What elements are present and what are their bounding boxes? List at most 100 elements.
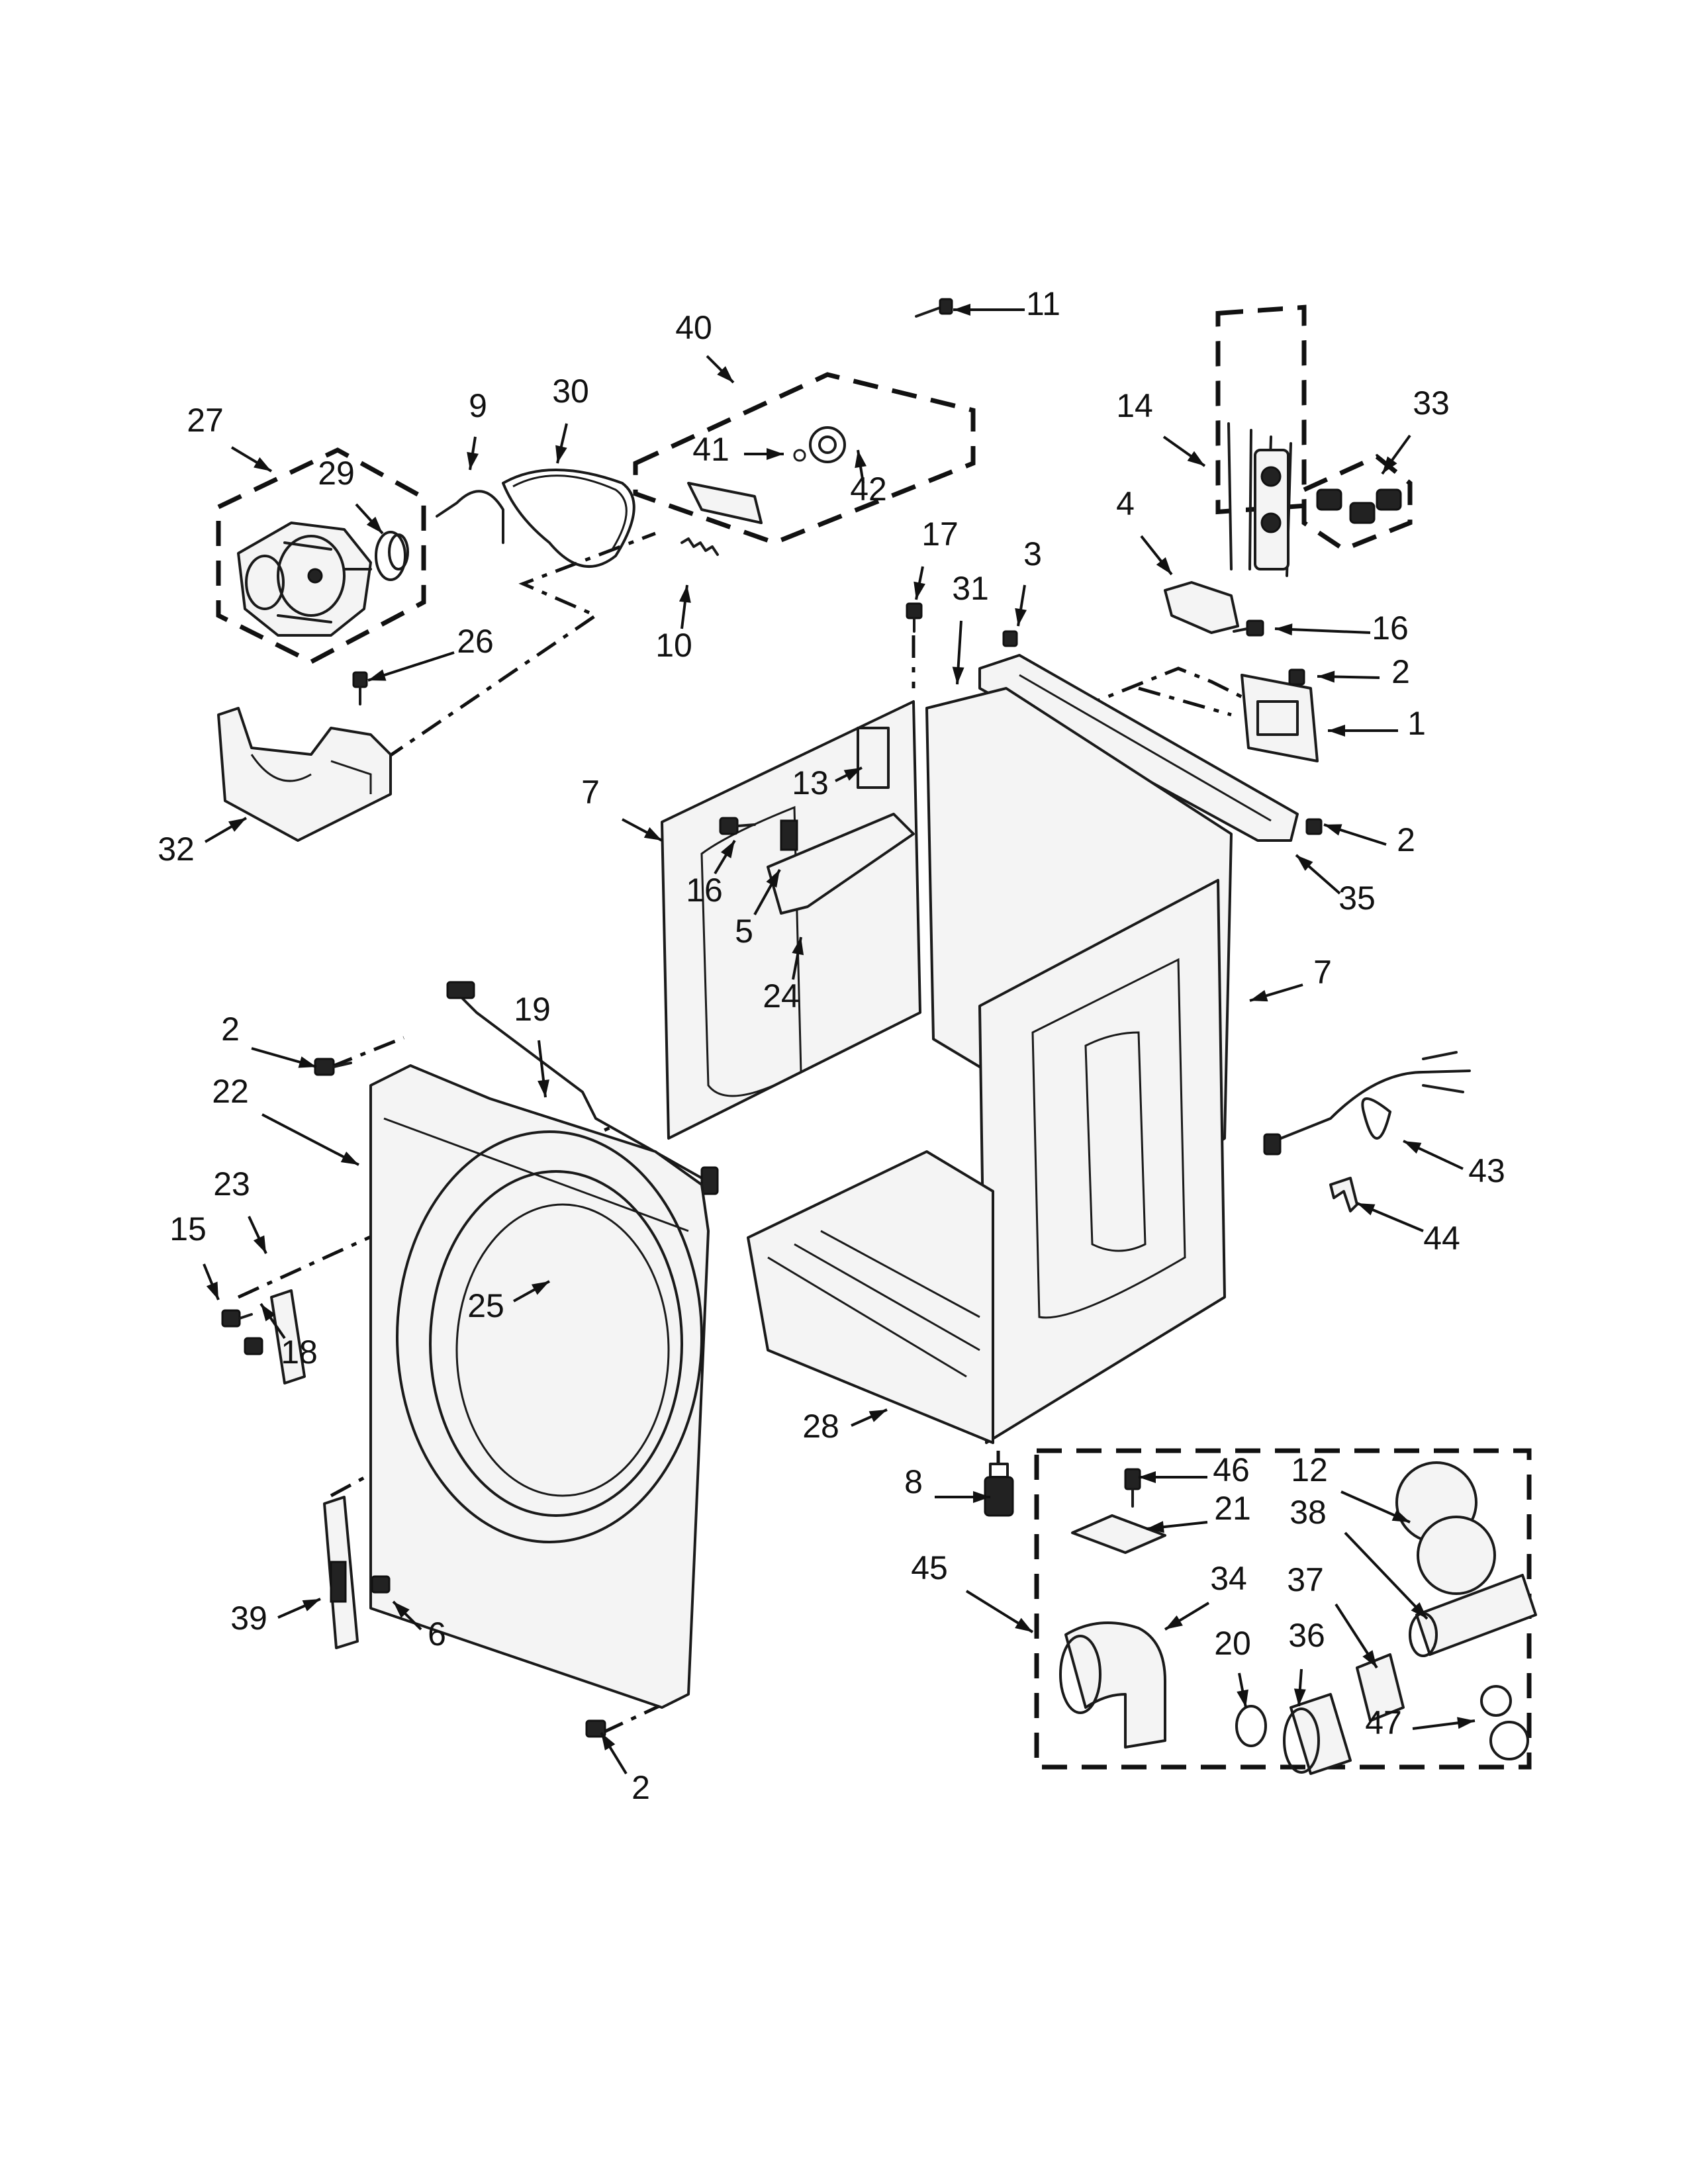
callout-arrowhead-c34: [1165, 1615, 1183, 1629]
callout-label-c8: 8: [904, 1463, 923, 1500]
callout-arrowhead-c15: [206, 1281, 218, 1300]
callout-label-c29: 29: [318, 455, 355, 492]
callout-label-c11: 11: [1026, 285, 1060, 322]
callout-label-c35: 35: [1338, 880, 1376, 917]
callout-arrowhead-c2c: [298, 1056, 316, 1068]
callout-label-c42: 42: [850, 471, 887, 508]
callout-arrowhead-c27: [254, 457, 271, 471]
label-13: [857, 727, 890, 789]
center-bracket: [767, 813, 915, 915]
screw-17: [906, 602, 923, 633]
screw-16b: [719, 817, 756, 835]
callout-arrowhead-c6: [393, 1602, 410, 1618]
callout-arrowhead-c33: [1382, 456, 1397, 474]
control-knobs: [1316, 488, 1402, 524]
front-panel: [369, 1064, 710, 1709]
callout-label-c21: 21: [1214, 1490, 1251, 1527]
callout-arrowhead-c10: [679, 585, 691, 603]
callout-arrowhead-c42: [855, 450, 867, 469]
callout-label-c26: 26: [457, 623, 494, 660]
callout-label-c3: 3: [1023, 535, 1042, 572]
callout-label-c7a: 7: [581, 774, 600, 811]
callout-arrowhead-c3: [1015, 608, 1027, 626]
callout-label-c20: 20: [1214, 1625, 1251, 1662]
callout-label-c2c: 2: [221, 1011, 240, 1048]
callout-label-c17: 17: [921, 516, 959, 553]
callout-label-c10: 10: [655, 627, 692, 664]
callout-arrowhead-c38: [1411, 1602, 1427, 1619]
callout-label-c23: 23: [213, 1165, 250, 1203]
callout-label-c18: 18: [281, 1334, 318, 1371]
callout-arrowhead-c22: [340, 1152, 359, 1165]
screw-2a: [1288, 668, 1305, 686]
callout-label-c39: 39: [230, 1600, 267, 1637]
callout-arrowhead-c9: [467, 451, 479, 470]
callout-arrowhead-c35: [1296, 855, 1313, 871]
idler-pulley: [809, 426, 846, 463]
callout-arrowhead-c5: [766, 870, 780, 888]
callout-label-c40: 40: [675, 309, 712, 346]
callout-label-c5: 5: [735, 913, 753, 950]
idler-assembly-outline: [633, 372, 976, 545]
callout-label-c34: 34: [1210, 1560, 1247, 1597]
knob-group-outline: [1301, 453, 1413, 552]
callout-arrowhead-c30: [555, 445, 567, 463]
callout-label-c47: 47: [1365, 1704, 1402, 1741]
callout-label-c31: 31: [952, 570, 989, 607]
callout-label-c1: 1: [1407, 705, 1426, 742]
cord-clamp: [1329, 1177, 1358, 1212]
callout-arrowhead-c1: [1328, 725, 1345, 737]
wire-harness: [1227, 422, 1292, 577]
callout-arrowhead-c23: [253, 1235, 266, 1253]
callout-arrowhead-c2d: [601, 1733, 616, 1751]
callout-arrowhead-c36: [1293, 1688, 1306, 1706]
callout-label-c33: 33: [1413, 385, 1450, 422]
callout-label-c2a: 2: [1391, 653, 1410, 690]
callout-arrowhead-c18: [261, 1304, 276, 1322]
callout-label-c16b: 16: [686, 872, 723, 909]
callout-arrowhead-c19: [538, 1079, 549, 1097]
callout-label-c15: 15: [169, 1210, 207, 1248]
callout-arrowhead-c14: [1187, 451, 1205, 466]
screw-11: [915, 298, 953, 318]
callout-label-c37: 37: [1287, 1561, 1324, 1598]
screw-3: [1002, 630, 1018, 647]
callout-arrowhead-c28: [868, 1410, 887, 1422]
access-panel: [1241, 674, 1319, 762]
switch-bracket: [1164, 581, 1239, 634]
callout-label-c2b: 2: [1397, 821, 1415, 858]
vent-kit-parts: [1059, 1461, 1537, 1775]
callout-label-c4: 4: [1116, 485, 1135, 522]
callout-label-c30: 30: [552, 373, 589, 410]
callout-label-c22: 22: [212, 1073, 249, 1110]
callout-arrowhead-c17: [914, 581, 925, 600]
callout-label-c43: 43: [1468, 1152, 1505, 1189]
callout-arrowhead-c40: [717, 366, 733, 383]
callout-label-c6: 6: [428, 1615, 446, 1653]
callout-arrowhead-c4: [1156, 557, 1172, 574]
callout-label-c38: 38: [1289, 1494, 1327, 1531]
callout-arrowhead-c32: [228, 818, 246, 832]
drive-motor: [237, 522, 372, 637]
callout-arrowhead-c7a: [643, 827, 662, 841]
callout-arrowhead-c31: [952, 666, 964, 684]
motor-clamp-ring: [375, 531, 409, 581]
screw-2c: [314, 1058, 352, 1076]
callout-label-c9: 9: [469, 387, 487, 424]
callout-arrowhead-c11: [953, 304, 970, 316]
callout-arrowhead-c45: [1015, 1617, 1033, 1632]
callout-arrowhead-c2b: [1324, 824, 1342, 836]
callout-label-c2d: 2: [632, 1769, 650, 1806]
callout-label-c24: 24: [763, 978, 800, 1015]
callout-label-c16a: 16: [1372, 610, 1409, 647]
top-rail: [978, 654, 1299, 842]
cabinet: [661, 687, 1233, 1444]
callout-arrowhead-c46: [1139, 1471, 1156, 1483]
leveling-foot: [984, 1463, 1014, 1517]
screw-26: [352, 671, 368, 705]
screw-2d: [585, 1719, 606, 1738]
door-wire-harness: [455, 991, 703, 1179]
callout-label-c19: 19: [514, 991, 551, 1028]
